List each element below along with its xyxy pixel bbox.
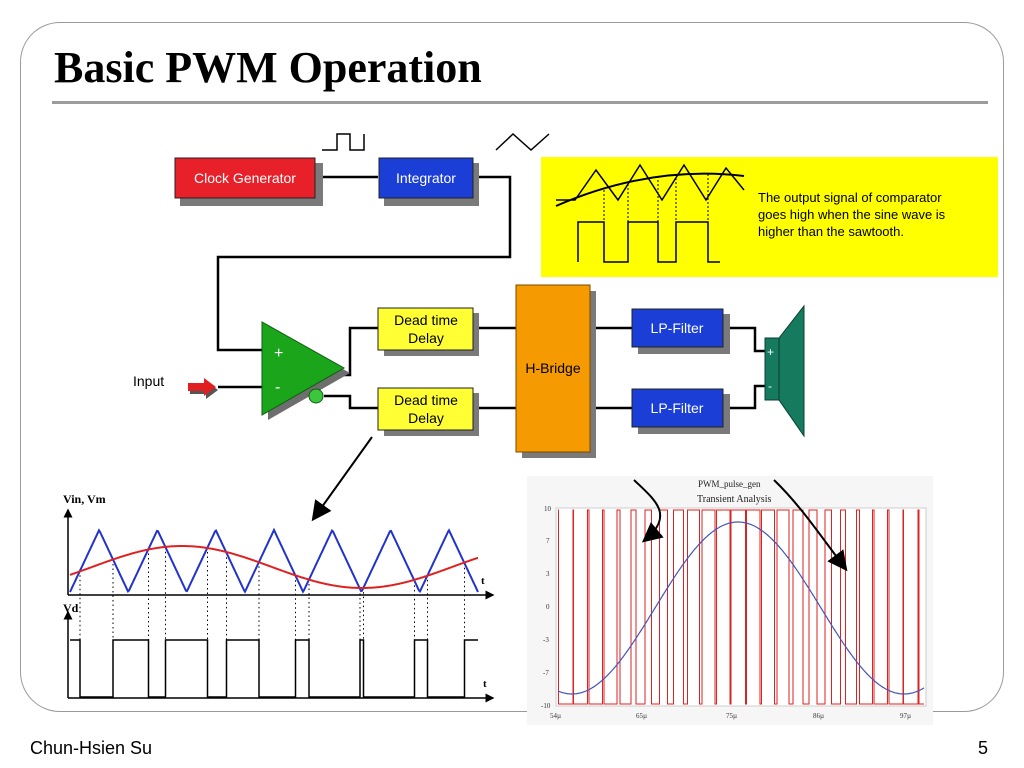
comparator-plus-label: +	[274, 345, 283, 362]
comparator-output-bubble	[308, 388, 324, 404]
dead-time-delay-top-block: Dead time Delay	[377, 307, 479, 356]
lp-filter-bottom-block: LP-Filter	[631, 388, 730, 434]
sim-y-tick: -10	[541, 702, 551, 710]
callout-line-1: The output signal of comparator	[758, 190, 942, 205]
pwm-output-wave	[70, 639, 478, 698]
lp-filter-top-label: LP-Filter	[651, 320, 704, 336]
sim-y-tick: -7	[543, 669, 549, 677]
input-label: Input	[133, 373, 164, 389]
integrator-block: Integrator	[378, 157, 479, 206]
lp-filter-top-block: LP-Filter	[631, 308, 730, 354]
sim-x-tick: 75µ	[726, 712, 737, 720]
dead-time-bottom-line1: Dead time	[394, 392, 458, 408]
dead-time-delay-bottom-block: Dead time Delay	[377, 387, 479, 436]
sim-y-tick: 10	[544, 505, 552, 513]
simulation-title: PWM_pulse_gen	[698, 479, 761, 489]
dead-time-top-line2: Delay	[408, 330, 444, 346]
clock-generator-label: Clock Generator	[194, 170, 296, 186]
slide-title: Basic PWM Operation	[54, 43, 482, 92]
simulation-subtitle: Transient Analysis	[697, 494, 771, 505]
sim-x-tick: 97µ	[900, 712, 911, 720]
speaker-plus-label: +	[767, 345, 774, 359]
callout-line-2: goes high when the sine wave is	[758, 207, 946, 222]
simulation-pwm-trace	[558, 509, 924, 705]
simulation-plot: PWM_pulse_gen Transient Analysis 10 7 3 …	[527, 476, 933, 725]
sim-x-tick: 86µ	[813, 712, 824, 720]
pointer-arrow-to-waveform	[311, 436, 373, 522]
comparator-minus-label: -	[275, 379, 280, 396]
simulation-sine-trace	[557, 521, 925, 695]
t-axis-label-top: t	[481, 575, 485, 587]
title-divider	[52, 101, 988, 104]
modulating-sine-wave	[69, 545, 479, 589]
pointer-arrow-right	[773, 479, 848, 572]
callout-waveform-icon	[555, 163, 745, 263]
sim-y-tick: 7	[546, 537, 550, 545]
integrator-label: Integrator	[396, 170, 456, 186]
sim-x-tick: 54µ	[550, 712, 561, 720]
input-arrow-icon	[188, 378, 218, 399]
sim-y-tick: -3	[543, 636, 549, 644]
dead-time-top-line1: Dead time	[394, 312, 458, 328]
h-bridge-block: H-Bridge	[515, 284, 596, 458]
sim-y-tick: 3	[546, 570, 550, 578]
vd-label: Vd	[63, 601, 79, 615]
vin-vm-label: Vin, Vm	[63, 492, 106, 506]
footer-author: Chun-Hsien Su	[30, 738, 153, 758]
sim-y-tick: 0	[546, 603, 550, 611]
simulation-x-ticks: 54µ 65µ 75µ 86µ 97µ	[550, 712, 911, 720]
sim-x-tick: 65µ	[636, 712, 647, 720]
carrier-triangle-wave	[69, 527, 479, 594]
comparator-block: + -	[261, 321, 350, 420]
simulation-y-ticks: 10 7 3 0 -3 -7 -10	[541, 505, 552, 710]
square-wave-icon	[322, 133, 365, 151]
block-diagram: Clock Generator Integrator + - Input Dea…	[133, 132, 805, 458]
h-bridge-label: H-Bridge	[525, 360, 580, 376]
wires	[216, 175, 765, 410]
dead-time-bottom-line2: Delay	[408, 410, 444, 426]
speaker-icon: + -	[764, 304, 805, 438]
switching-guides	[79, 547, 465, 640]
simulation-plot-area	[555, 507, 927, 707]
speaker-minus-label: -	[768, 379, 772, 393]
waveform-axes	[63, 508, 495, 703]
callout-background	[541, 157, 998, 277]
pointer-arrow-left	[633, 479, 664, 543]
t-axis-label-bottom: t	[483, 678, 487, 690]
waveform-plot: Vin, Vm Vd t t	[63, 492, 495, 703]
svg-text:The output signal of comparato: The output signal of comparator goes hig…	[758, 190, 949, 239]
triangle-wave-icon	[495, 132, 550, 152]
callout-line-3: higher than the sawtooth.	[758, 224, 904, 239]
lp-filter-bottom-label: LP-Filter	[651, 400, 704, 416]
clock-generator-block: Clock Generator	[174, 157, 323, 206]
comparator-callout: The output signal of comparator goes hig…	[541, 157, 998, 277]
footer-page-number: 5	[978, 738, 989, 758]
